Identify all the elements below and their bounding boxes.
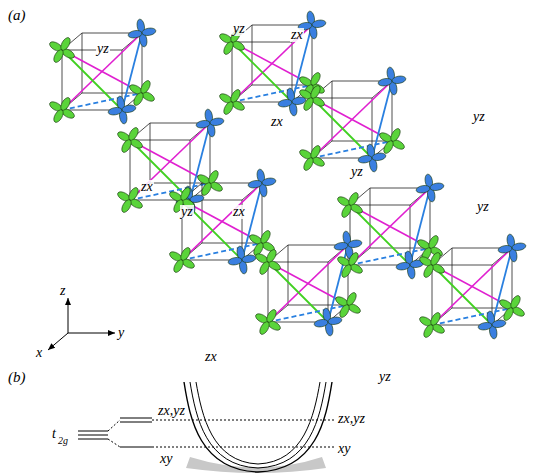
orbital-label: yz [472,110,486,124]
panel-label: (a) [8,8,26,23]
yz-orbital [48,96,76,124]
bond-magenta [350,188,430,265]
bond-magenta [432,248,512,325]
level-label: xy [160,452,172,466]
energy-levels [78,382,335,473]
yz-orbital [168,246,196,274]
yz-orbital [498,294,526,322]
bond-green [350,205,410,265]
yz-orbital [128,79,156,107]
bond-magenta [182,183,262,260]
level-label: zx,yz [338,412,365,426]
zx-orbital [416,174,445,203]
yz-orbital [336,191,364,219]
bond-green [130,140,190,200]
axis-label: y [118,326,124,340]
yz-orbital [254,248,282,276]
yz-orbital [298,84,326,112]
yz-orbital [336,251,364,279]
yz-orbital [48,36,76,64]
bond-magenta [130,123,210,200]
zx-orbital [108,96,137,125]
orbital-label: yz [476,200,490,214]
level-label: 2g [58,436,68,446]
orbital-label: yz [180,205,194,219]
zx-orbital [128,19,157,48]
bond-green [432,265,492,325]
bond-green [268,262,328,322]
yz-orbital [334,291,362,319]
bond-green [62,50,122,110]
orbital-label: zx [290,28,304,42]
yz-orbital [378,127,406,155]
orbital-label: yz [96,42,110,56]
zx-orbital [314,308,343,337]
orbital-label: yz [378,370,392,384]
orbital-label: zx [270,115,284,129]
level-label: zx,yz [158,404,185,418]
zx-orbital [378,67,407,96]
panel-label: (b) [8,370,26,385]
level-label: t [52,427,56,441]
orbital-label: yz [232,22,246,36]
yz-orbital [254,308,282,336]
yz-orbital [218,88,246,116]
yz-orbital [418,251,446,279]
orbital-label: zx [140,180,154,194]
bond-magenta [268,245,348,322]
bond-green [312,98,372,158]
bond-green [232,42,292,102]
zx-orbital [196,109,225,138]
zx-orbital [248,169,277,198]
zx-orbital [498,234,527,263]
yz-orbital [196,169,224,197]
lattice [48,11,526,340]
zx-orbital [396,251,425,280]
zx-orbital [228,246,257,275]
yz-orbital [116,126,144,154]
zx-orbital [478,311,507,340]
yz-orbital [418,311,446,339]
orbital-label: zx [204,350,218,364]
cube-edge [252,25,312,85]
level-label: xy [338,442,350,456]
axes [48,298,115,350]
bond-magenta [62,33,142,110]
yz-orbital [298,144,326,172]
axis-label: z [60,284,65,298]
orbital-label: zx [232,205,246,219]
orbital-label: yz [350,165,364,179]
axis-label: x [36,346,42,360]
